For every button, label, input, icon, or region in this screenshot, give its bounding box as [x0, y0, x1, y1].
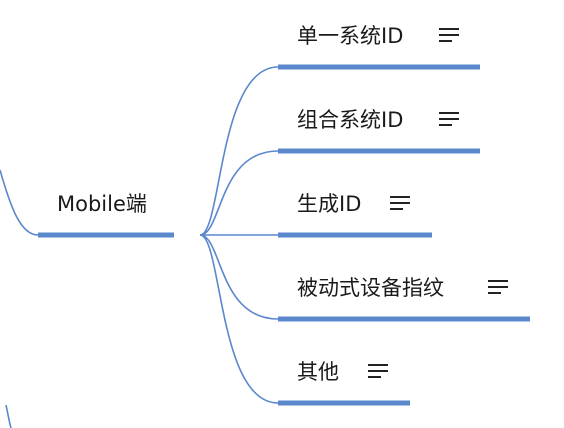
child-node-label[interactable]: 单一系统ID	[297, 24, 404, 48]
child-node-label[interactable]: 被动式设备指纹	[297, 276, 444, 300]
incoming-connector	[0, 169, 39, 236]
connector-curve	[199, 234, 279, 320]
notes-icon[interactable]	[368, 363, 388, 379]
notes-icon[interactable]	[390, 195, 410, 211]
connector-curve	[199, 234, 279, 404]
child-node-label[interactable]: 其他	[297, 360, 339, 384]
connector-curve	[199, 150, 279, 236]
root-node-label[interactable]: Mobile端	[57, 192, 147, 216]
child-node-label[interactable]: 生成ID	[297, 192, 362, 216]
connector-curve	[199, 66, 279, 236]
notes-icon[interactable]	[439, 111, 459, 127]
notes-icon[interactable]	[439, 27, 459, 43]
notes-icon[interactable]	[488, 279, 508, 295]
child-node-label[interactable]: 组合系统ID	[297, 108, 404, 132]
sibling-connector-fragment	[5, 404, 12, 428]
